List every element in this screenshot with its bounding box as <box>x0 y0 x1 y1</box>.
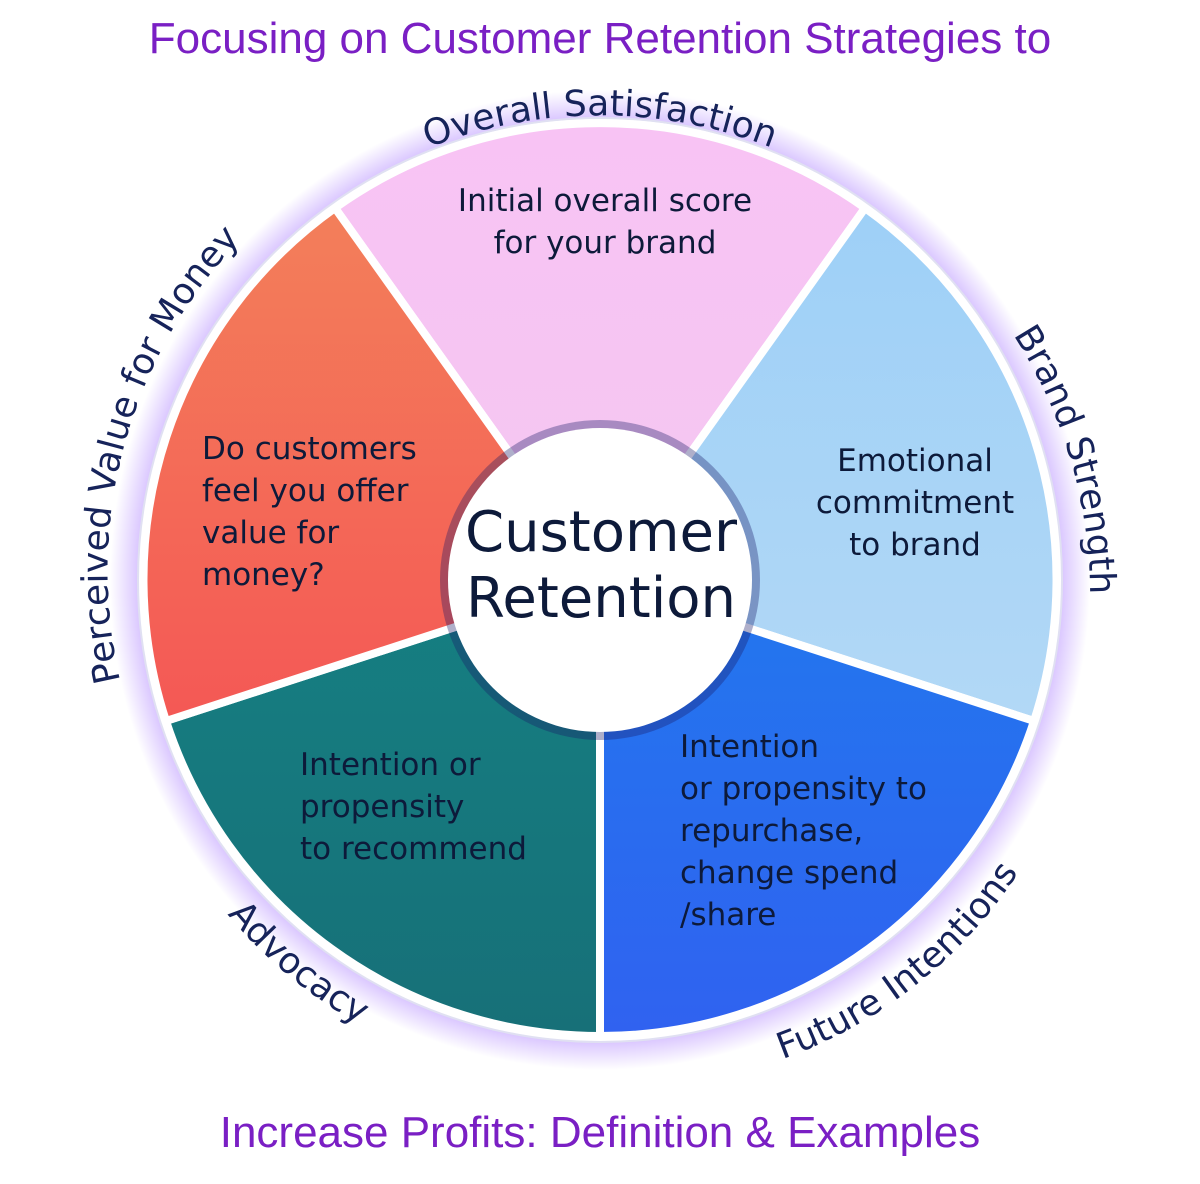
title-bottom: Increase Profits: Definition & Examples <box>219 1108 981 1157</box>
center-label: Customer Retention <box>464 500 737 631</box>
segment-advocacy <box>160 574 604 1041</box>
segment-text-satisfaction: Initial overall score for your brand <box>457 183 753 261</box>
segment-text-advocacy: Intention or propensity to recommend <box>300 747 527 867</box>
segment-text-future-intentions: Intention or propensity to repurchase, c… <box>680 729 927 933</box>
segment-text-brand-strength: Emotional commitment to brand <box>815 443 1015 563</box>
segment-text-perceived-value: Do customers feel you offer value for mo… <box>202 431 417 593</box>
title-top: Focusing on Customer Retention Strategie… <box>148 14 1052 63</box>
center-circle <box>448 428 752 732</box>
segment-satisfaction <box>329 119 871 587</box>
segment-future-intentions <box>596 574 1040 1041</box>
